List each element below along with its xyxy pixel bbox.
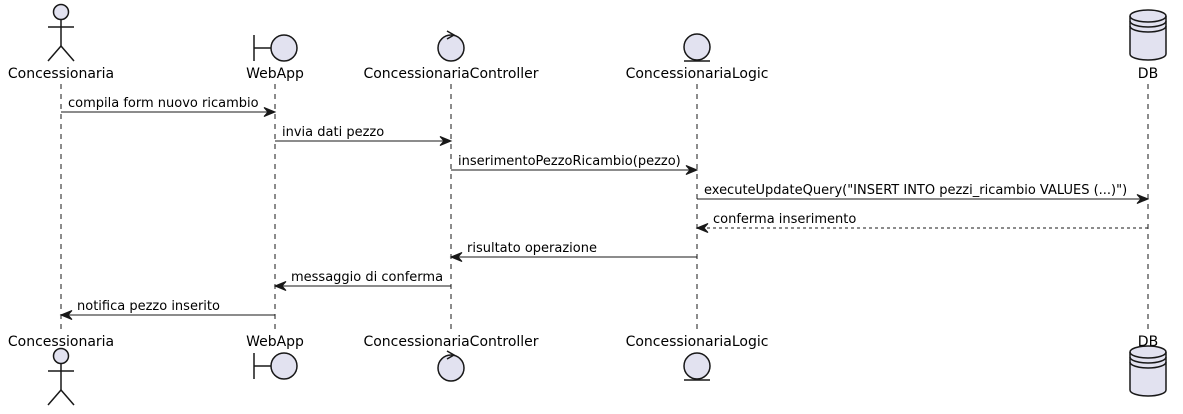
arrowhead (449, 252, 463, 262)
participant-icon-db (1129, 9, 1167, 61)
participant-icon-bottom-concessionaria (47, 347, 75, 406)
message-label: risultato operazione (467, 241, 597, 256)
arrowhead (439, 136, 453, 146)
message-4: executeUpdateQuery("INSERT INTO pezzi_ri… (697, 183, 1150, 204)
participant-icon-bottom-logic (683, 352, 711, 381)
participant-icon-bottom-db (1129, 345, 1167, 397)
participant-label-bottom-logic: ConcessionariaLogic (626, 334, 769, 350)
participant-icon-webapp (253, 34, 298, 62)
message-6: risultato operazione (449, 241, 697, 262)
message-3: inserimentoPezzoRicambio(pezzo) (451, 154, 699, 175)
arrowhead (59, 310, 73, 320)
participant-label-bottom-concessionaria: Concessionaria (8, 334, 114, 350)
message-label: invia dati pezzo (282, 125, 384, 140)
message-2: invia dati pezzo (275, 125, 453, 146)
arrowhead (263, 107, 277, 117)
message-label: executeUpdateQuery("INSERT INTO pezzi_ri… (704, 183, 1127, 198)
message-7: messaggio di conferma (273, 270, 451, 291)
message-label: compila form nuovo ricambio (68, 96, 259, 111)
participant-icon-bottom-webapp (253, 352, 298, 380)
participant-icon-bottom-controller (437, 350, 465, 382)
message-8: notifica pezzo inserito (59, 299, 275, 320)
participant-label-top-logic: ConcessionariaLogic (626, 66, 769, 82)
message-label: notifica pezzo inserito (77, 299, 220, 314)
message-label: inserimentoPezzoRicambio(pezzo) (458, 154, 681, 169)
participant-label-bottom-webapp: WebApp (246, 334, 304, 350)
arrowhead (695, 223, 709, 233)
arrowhead (685, 165, 699, 175)
participant-icon-logic (683, 33, 711, 62)
message-label: messaggio di conferma (291, 270, 443, 285)
arrowhead (1136, 194, 1150, 204)
message-1: compila form nuovo ricambio (61, 96, 277, 117)
participant-label-top-concessionaria: Concessionaria (8, 66, 114, 82)
participant-label-top-webapp: WebApp (246, 66, 304, 82)
participant-label-bottom-controller: ConcessionariaController (363, 334, 538, 350)
participant-label-top-controller: ConcessionariaController (363, 66, 538, 82)
participant-label-top-db: DB (1138, 66, 1158, 82)
participant-icon-controller (437, 30, 465, 62)
participant-icon-concessionaria (47, 3, 75, 62)
arrowhead (273, 281, 287, 291)
message-5: conferma inserimento (695, 212, 1148, 233)
message-label: conferma inserimento (713, 212, 856, 227)
